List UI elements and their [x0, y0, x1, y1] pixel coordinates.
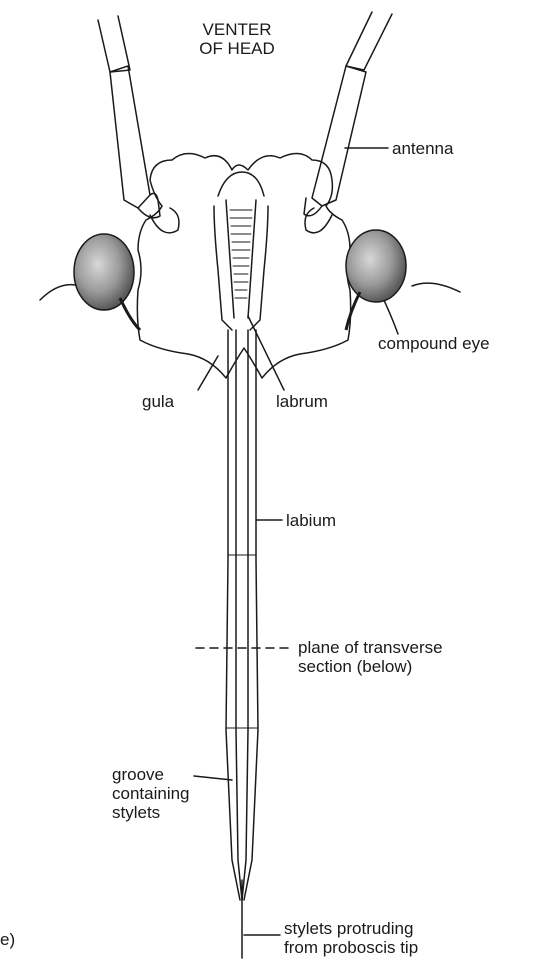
title-line-2: OF HEAD — [182, 39, 292, 58]
label-labium: labium — [286, 511, 336, 530]
label-compound-eye: compound eye — [378, 334, 490, 353]
stylets-line-1: stylets protruding — [284, 919, 418, 938]
diagram-title: VENTER OF HEAD — [182, 20, 292, 58]
labrum-leader — [248, 316, 284, 390]
groove-line-3: stylets — [112, 803, 190, 822]
right-compound-eye — [346, 230, 406, 330]
left-compound-eye — [74, 234, 140, 330]
label-labrum: labrum — [276, 392, 328, 411]
label-groove: groove containing stylets — [112, 765, 190, 822]
label-gula: gula — [142, 392, 174, 411]
labium-shaft — [226, 330, 258, 958]
groove-line-1: groove — [112, 765, 190, 784]
left-antenna — [98, 16, 160, 218]
stylets-line-2: from proboscis tip — [284, 938, 418, 957]
plane-line-1: plane of transverse — [298, 638, 443, 657]
label-stylets: stylets protruding from proboscis tip — [284, 919, 418, 957]
label-transverse-plane: plane of transverse section (below) — [298, 638, 443, 676]
label-antenna: antenna — [392, 139, 453, 158]
groove-line-2: containing — [112, 784, 190, 803]
panel-marker: e) — [0, 930, 15, 949]
groove-leader — [194, 776, 232, 780]
title-line-1: VENTER — [182, 20, 292, 39]
right-antenna — [304, 12, 392, 216]
plane-line-2: section (below) — [298, 657, 443, 676]
